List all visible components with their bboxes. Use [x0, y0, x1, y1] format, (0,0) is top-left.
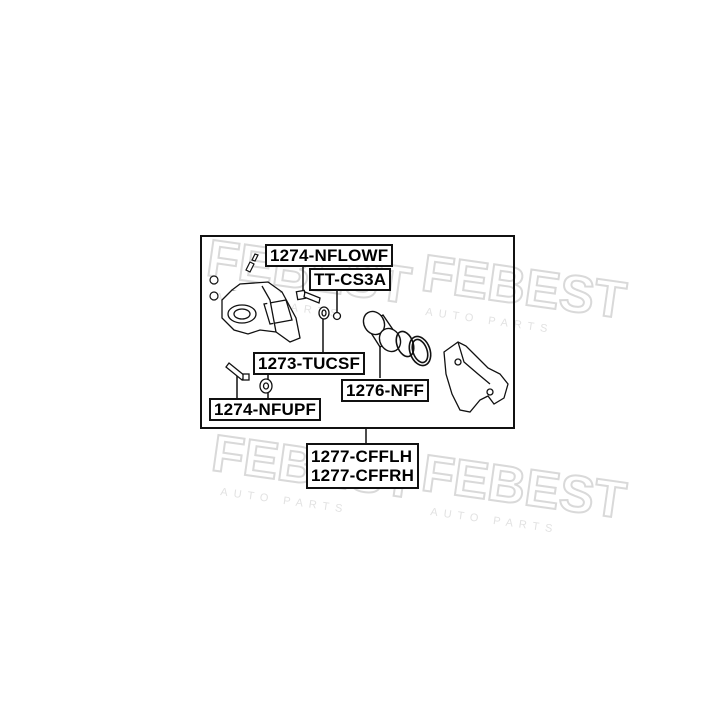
- assembly-frame: [200, 235, 515, 429]
- piston: [362, 310, 402, 353]
- caliper-bracket: [443, 341, 509, 413]
- guide-pin-lower: [225, 362, 250, 381]
- part-label-1274-nfupf[interactable]: 1274-NFUPF: [209, 398, 322, 421]
- guide-pin-upper: [295, 289, 321, 304]
- bushing-lower: [259, 378, 273, 394]
- part-label-1273-tucsf[interactable]: 1273-TUCSF: [253, 352, 366, 375]
- bushing-upper: [318, 306, 330, 320]
- caliper-screws: [209, 253, 259, 301]
- dust-cap: [332, 311, 342, 321]
- caliper-body: [221, 281, 301, 343]
- part-label-1277-cff[interactable]: 1277-CFFLH 1277-CFFRH: [306, 443, 420, 489]
- seal-rings: [395, 330, 432, 367]
- part-label-1276-nff[interactable]: 1276-NFF: [341, 379, 430, 402]
- part-label-1277-cfflh[interactable]: 1277-CFFLH: [311, 447, 413, 466]
- part-label-1277-cffrh[interactable]: 1277-CFFRH: [311, 466, 415, 485]
- part-label-tt-cs3a[interactable]: TT-CS3A: [309, 268, 392, 291]
- part-label-1274-nflowf[interactable]: 1274-NFLOWF: [265, 244, 394, 267]
